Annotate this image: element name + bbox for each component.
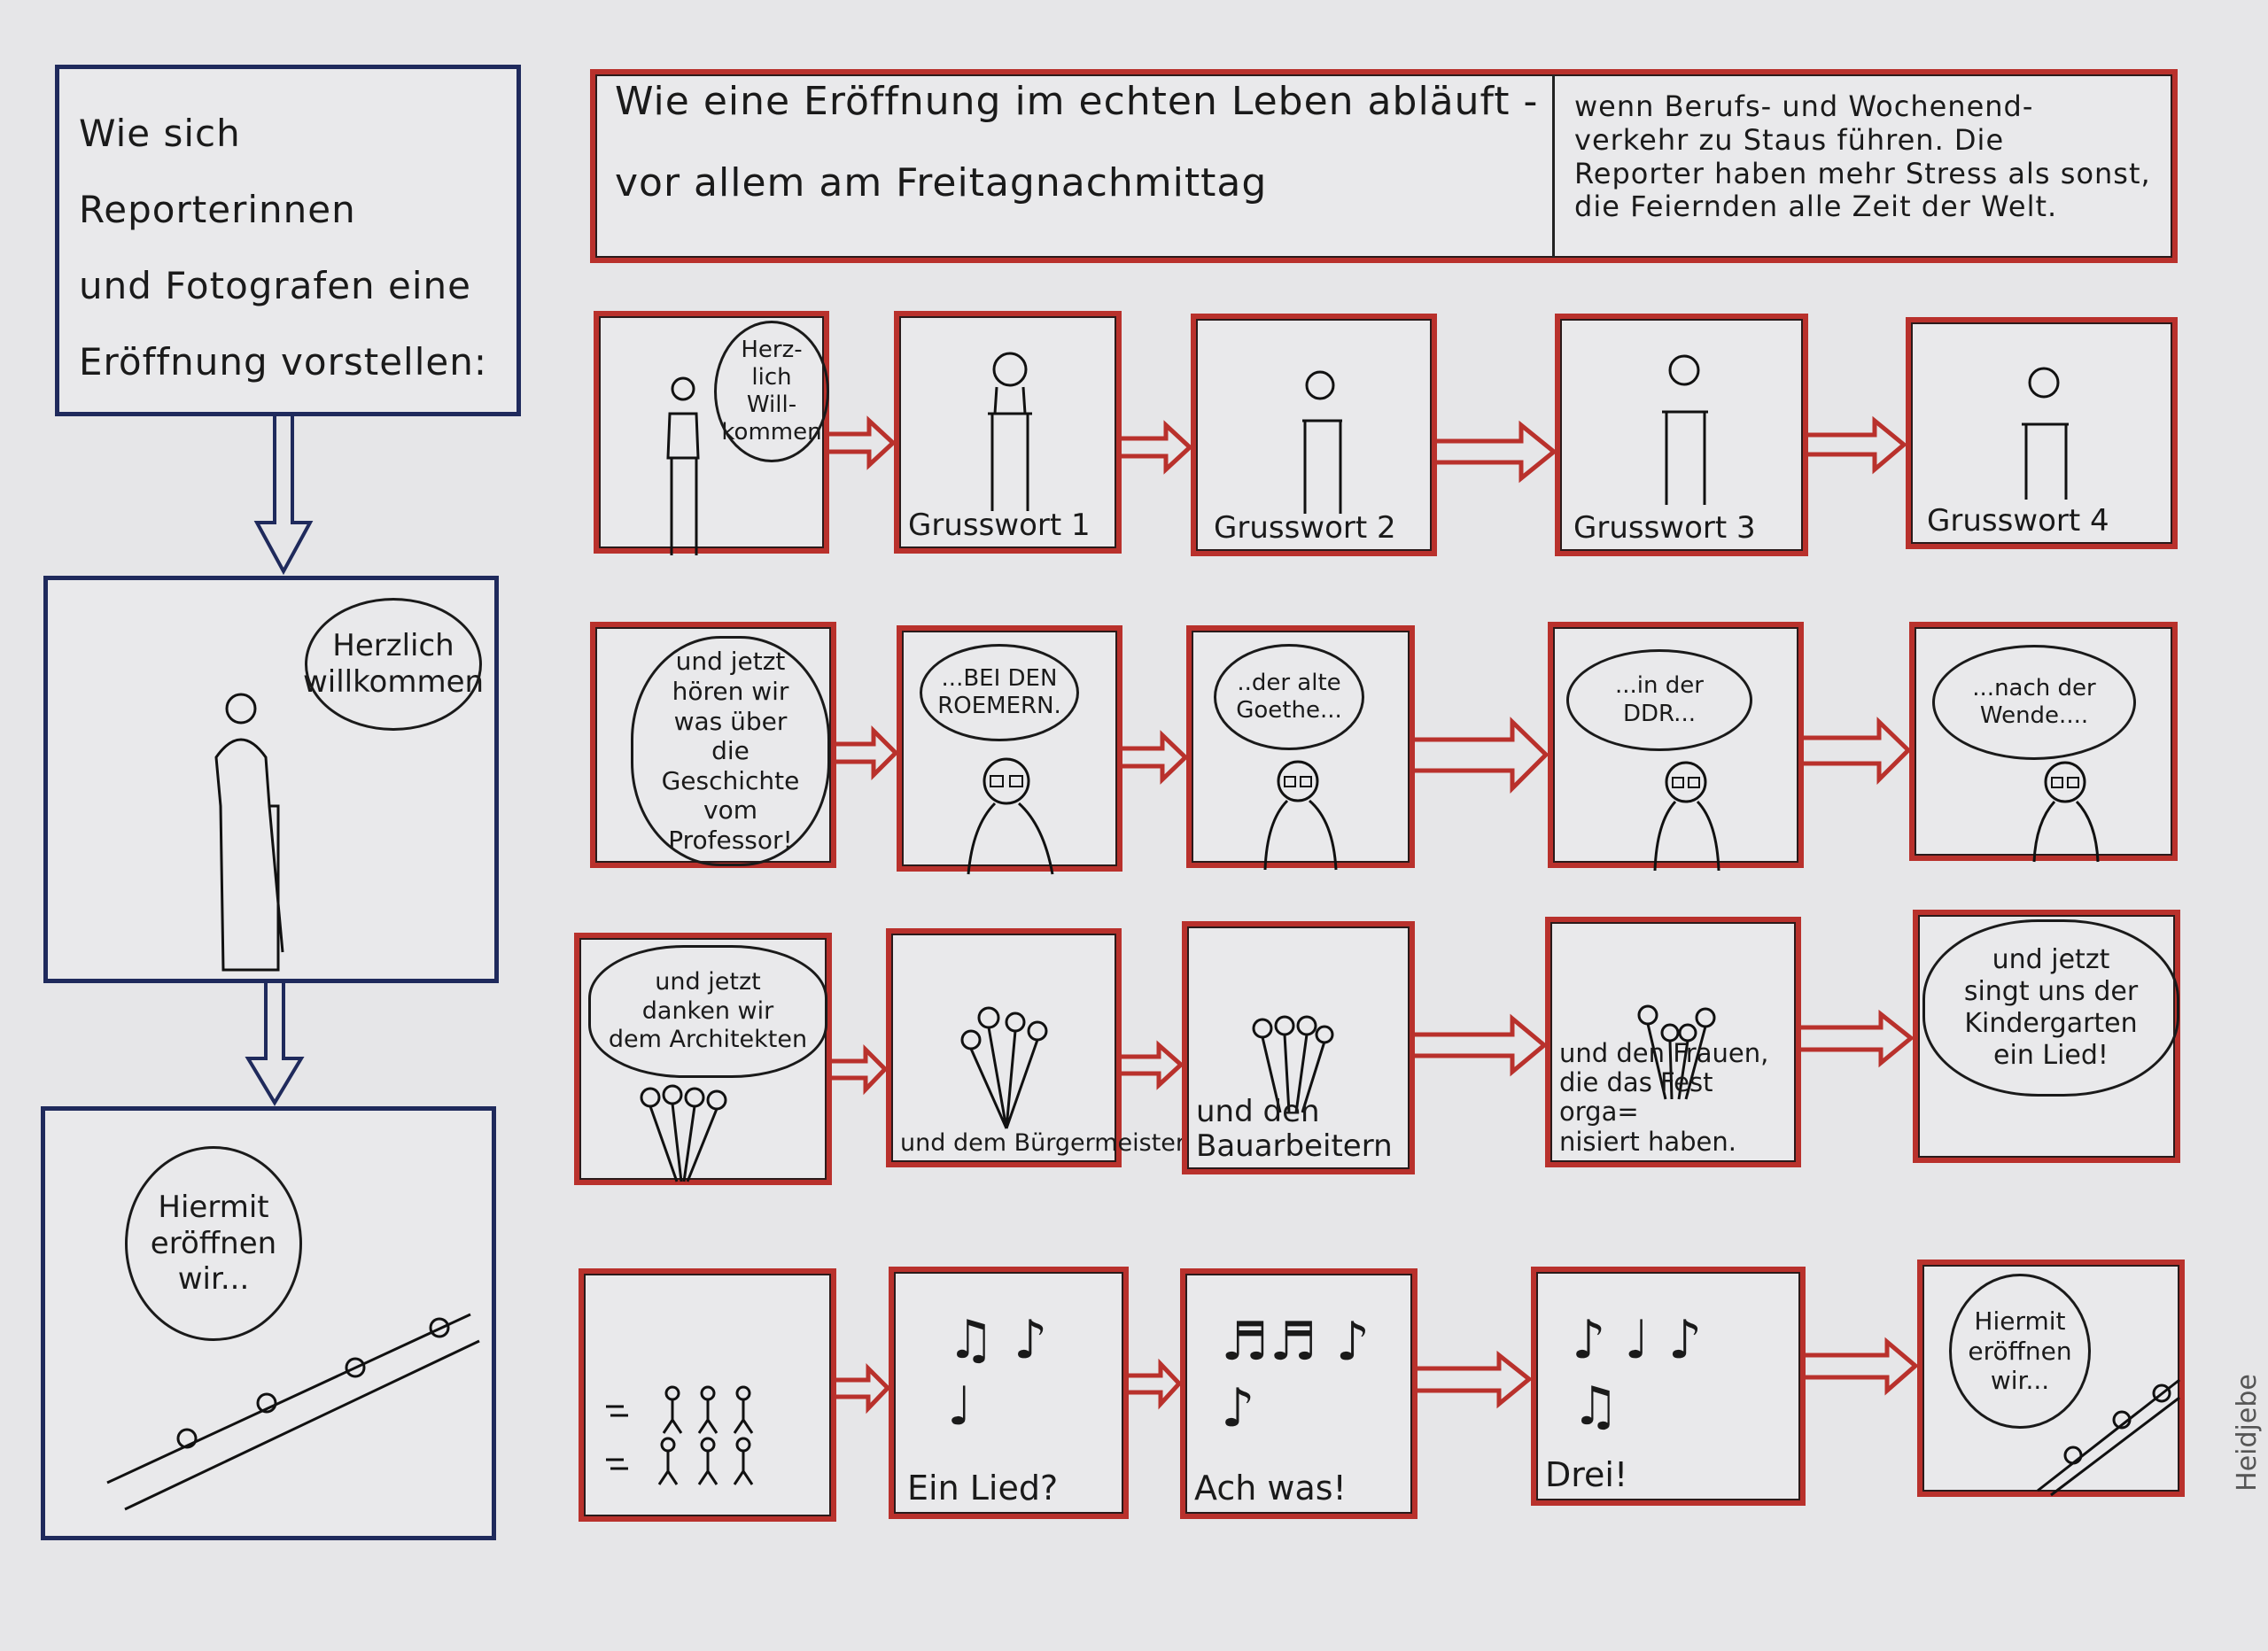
panel-grusswort-2: Grusswort 2 — [1191, 314, 1437, 556]
caption: Grusswort 1 — [908, 507, 1091, 543]
banner: Wie eine Eröffnung im echten Leben abläu… — [590, 69, 2178, 263]
panel-thanks-workers: und den Bauarbeitern — [1182, 921, 1415, 1174]
panel-professor-4: ...nach der Wende.... — [1909, 622, 2178, 863]
signature: Heidjebe — [2231, 1374, 2263, 1492]
imagined-title: Wie sich Reporterinnen und Fotografen ei… — [79, 112, 487, 384]
banner-subtitle: wenn Berufs- und Wochenend- verkehr zu S… — [1574, 89, 2151, 224]
flowers-icon — [1637, 1004, 1716, 1100]
arrow-right-icon — [1806, 1337, 1919, 1396]
professor-figure-icon — [967, 757, 1054, 875]
banner-title: Wie eine Eröffnung im echten Leben abläu… — [615, 79, 1539, 206]
speech-bubble: Hiermit eröffnen wir... — [125, 1146, 302, 1341]
arrow-right-icon — [1129, 1358, 1183, 1410]
professor-figure-icon — [1653, 761, 1720, 872]
speech-bubble: ..der alte Goethe... — [1214, 644, 1364, 750]
panel-welcome: Herz- lich Will- kommen — [594, 311, 829, 555]
panel-opening: Hiermit eröffnen wir... — [1917, 1260, 2185, 1497]
speech-bubble: ...BEI DEN ROEMERN. — [920, 644, 1079, 741]
arrow-right-icon — [836, 1362, 891, 1415]
panel-thanks-women: und den Frauen, die das Fest orga= nisie… — [1545, 917, 1801, 1167]
panel-thanks-architect: und jetzt danken wir dem Architekten — [574, 933, 832, 1185]
arrow-right-icon — [1415, 1013, 1548, 1077]
speech-bubble: und jetzt danken wir dem Architekten — [588, 945, 827, 1078]
speech-bubble: ...nach der Wende.... — [1932, 645, 2136, 760]
imagined-welcome-panel: Herzlich willkommen — [43, 576, 499, 983]
music-notes-icon: ♬♬ ♪ ♪ — [1221, 1311, 1371, 1439]
professor-figure-icon — [2032, 761, 2100, 863]
panel-professor-intro: und jetzt hören wir was über die Geschic… — [590, 622, 836, 868]
speaker-figure-icon — [1302, 370, 1342, 514]
panel-song-1: ♫ ♪♩ Ein Lied? — [889, 1267, 1129, 1519]
ribbon-scissors-icon — [2037, 1378, 2180, 1497]
speech-bubble: Herzlich willkommen — [303, 598, 484, 731]
children-group-icon — [606, 1385, 754, 1485]
banner-divider — [1552, 74, 1555, 258]
speaker-figure-icon — [2022, 367, 2069, 500]
speech-bubble: Herz- lich Will- kommen — [714, 321, 829, 462]
speech-bubble: ...in der DDR... — [1566, 649, 1752, 751]
arrow-right-icon — [1122, 420, 1193, 475]
caption: Ein Lied? — [907, 1469, 1059, 1508]
panel-professor-3: ...in der DDR... — [1548, 622, 1804, 872]
flowers-icon — [640, 1084, 727, 1182]
panel-thanks-mayor: und dem Bürgermeister — [886, 928, 1185, 1167]
speaker-figure-icon — [988, 352, 1032, 511]
speech-bubble: und jetzt singt uns der Kindergarten ein… — [1922, 919, 2179, 1097]
music-notes-icon: ♫ ♪♩ — [947, 1309, 1049, 1438]
panel-kindergarten-song: und jetzt singt uns der Kindergarten ein… — [1913, 910, 2180, 1163]
speaker-figure-icon — [214, 693, 284, 972]
professor-figure-icon — [1263, 760, 1338, 871]
ribbon-scissors-icon — [106, 1313, 480, 1511]
caption: Grusswort 4 — [1927, 502, 2109, 539]
arrow-right-icon — [1437, 420, 1557, 484]
arrow-right-icon — [1804, 717, 1912, 786]
caption: und den Bauarbeitern — [1196, 1093, 1393, 1164]
caption: Drei! — [1545, 1455, 1628, 1495]
caption: und dem Bürgermeister — [900, 1128, 1185, 1157]
speech-bubble: Hiermit eröffnen wir... — [1949, 1274, 2091, 1429]
panel-grusswort-3: Grusswort 3 — [1555, 314, 1808, 556]
panel-children — [579, 1268, 836, 1522]
arrow-right-icon — [1415, 717, 1550, 794]
panel-professor-1: ...BEI DEN ROEMERN. — [897, 625, 1122, 875]
imagined-opening-panel: Hiermit eröffnen wir... — [41, 1106, 496, 1540]
music-notes-icon: ♪ ♩ ♪ ♫ — [1572, 1309, 1704, 1438]
arrow-right-icon — [836, 725, 899, 781]
panel-song-2: ♬♬ ♪ ♪ Ach was! — [1180, 1268, 1418, 1519]
arrow-right-icon — [1808, 415, 1907, 475]
panel-grusswort-1: Grusswort 1 — [894, 311, 1122, 554]
arrow-right-icon — [1801, 1009, 1915, 1068]
speech-bubble: und jetzt hören wir was über die Geschic… — [631, 636, 830, 866]
arrow-right-icon — [1122, 730, 1189, 785]
caption: Grusswort 3 — [1573, 509, 1756, 546]
caption: und den Frauen, die das Fest orga= nisie… — [1559, 1037, 1769, 1157]
caption: Ach was! — [1194, 1469, 1347, 1508]
panel-grusswort-4: Grusswort 4 — [1906, 317, 2178, 549]
arrow-right-icon — [1418, 1350, 1533, 1409]
arrow-right-icon — [832, 1043, 889, 1096]
arrow-down-icon — [245, 983, 305, 1106]
arrow-right-icon — [1122, 1040, 1184, 1090]
panel-song-3: ♪ ♩ ♪ ♫ Drei! — [1531, 1267, 1806, 1506]
bouquet-icon — [960, 1006, 1048, 1129]
caption: Grusswort 2 — [1214, 509, 1396, 546]
speaker-figure-icon — [666, 376, 700, 555]
speaker-figure-icon — [1662, 354, 1708, 505]
arrow-right-icon — [829, 415, 897, 470]
imagined-title-box: Wie sich Reporterinnen und Fotografen ei… — [55, 65, 521, 416]
flowers-icon — [1252, 1015, 1334, 1113]
arrow-down-icon — [253, 416, 314, 576]
panel-professor-2: ..der alte Goethe... — [1186, 625, 1415, 871]
